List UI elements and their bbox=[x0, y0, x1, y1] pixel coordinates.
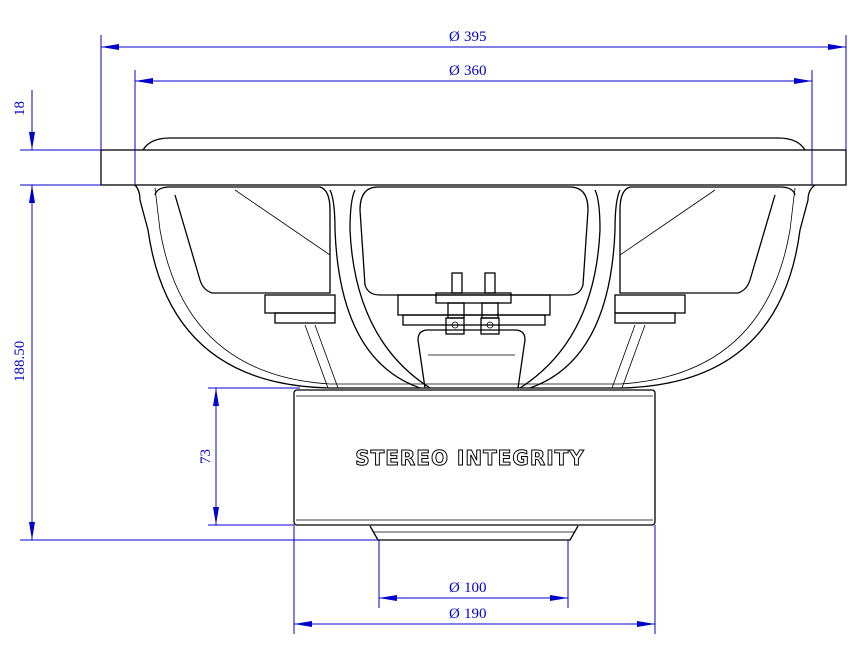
terminal-bar bbox=[435, 292, 512, 304]
spoke-left bbox=[329, 189, 421, 389]
dimension-labels: Ø 395 Ø 360 18 188.50 73 Ø 100 Ø 190 bbox=[12, 29, 487, 622]
spoke-right-inner bbox=[519, 189, 601, 389]
terminal-housing bbox=[417, 329, 526, 389]
flange bbox=[100, 149, 847, 186]
dimension-lines bbox=[20, 35, 847, 634]
frame-leg-right bbox=[611, 324, 646, 389]
dim-symbol: Ø bbox=[449, 63, 460, 79]
dim-symbol: Ø bbox=[449, 580, 460, 596]
spider-plate-center bbox=[397, 294, 551, 316]
spider-plate-center-2 bbox=[402, 314, 546, 326]
spoke-right bbox=[529, 189, 621, 389]
speaker-outline: STEREO INTEGRITY bbox=[100, 137, 847, 541]
spoke-left-inner bbox=[349, 189, 431, 389]
spider-plate-right-2 bbox=[614, 312, 676, 324]
window-right bbox=[619, 186, 796, 294]
dim-mount-depth: 188.50 bbox=[12, 341, 28, 382]
basket-outer bbox=[134, 184, 816, 389]
dim-symbol: Ø bbox=[449, 29, 460, 45]
terminal-left bbox=[445, 272, 465, 335]
brand-logo: STEREO INTEGRITY bbox=[355, 446, 585, 470]
bottom-plate bbox=[369, 525, 579, 541]
dim-mount-diameter: 360 bbox=[464, 63, 487, 79]
dim-magnet-height: 73 bbox=[198, 449, 214, 464]
dim-magnet-diameter: 190 bbox=[464, 606, 487, 622]
window-center bbox=[359, 186, 589, 296]
cone-line-right bbox=[619, 189, 716, 256]
cone-line-left bbox=[234, 189, 331, 256]
dim-flange-height: 18 bbox=[12, 101, 28, 116]
spider-plate-left-2 bbox=[274, 312, 336, 324]
flange-top-rim bbox=[142, 137, 806, 151]
terminal-right bbox=[480, 272, 500, 335]
frame-leg-left bbox=[304, 324, 339, 389]
dim-symbol: Ø bbox=[449, 606, 460, 622]
dim-outer-diameter: 395 bbox=[464, 29, 487, 45]
basket-inner bbox=[154, 187, 796, 385]
window-left bbox=[154, 186, 331, 294]
magnet bbox=[293, 389, 656, 526]
spider-plate-right bbox=[614, 294, 686, 314]
dim-vent-diameter: 100 bbox=[464, 580, 487, 596]
spider-plate-left bbox=[264, 294, 336, 314]
